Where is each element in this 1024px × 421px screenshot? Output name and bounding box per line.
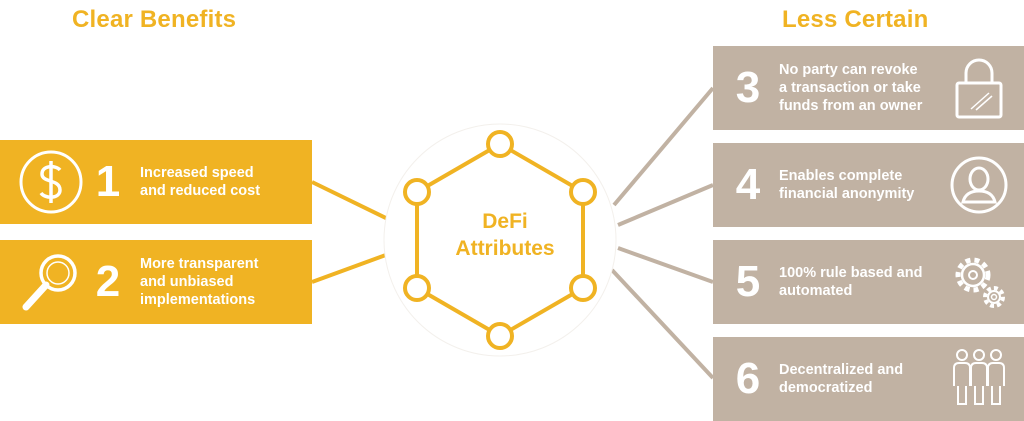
uncertain-number: 6	[735, 354, 761, 403]
network-node	[486, 130, 514, 158]
clear-benefits-heading: Clear Benefits	[72, 6, 237, 33]
network-node	[486, 322, 514, 350]
network-node	[403, 178, 431, 206]
magnifying-glass-icon	[22, 254, 77, 311]
dollar-coin-icon	[19, 150, 83, 214]
less-certain-heading: Less Certain	[782, 6, 929, 33]
uncertain-number: 5	[735, 257, 761, 306]
network-node	[569, 178, 597, 206]
connector-6	[610, 268, 715, 380]
uncertain-box-3: 3 No party can revoke a transaction or t…	[713, 46, 1024, 130]
padlock-icon	[955, 58, 1003, 119]
connector-5	[617, 246, 714, 284]
defi-network-icon	[383, 123, 617, 357]
uncertain-connectors	[610, 86, 715, 380]
defi-attributes-label: DeFi Attributes	[455, 210, 555, 260]
uncertain-box-4: 4 Enables complete financial anonymity	[713, 143, 1024, 227]
gears-icon	[955, 257, 1005, 308]
benefit-connectors	[311, 180, 395, 284]
uncertain-box-5: 5 100% rule based and automated	[713, 240, 1024, 324]
uncertain-text: Enables complete financial anonymity	[779, 168, 915, 202]
connector-2	[311, 250, 395, 284]
benefit-text: More transparent and unbiased implementa…	[140, 256, 259, 308]
benefit-box-2: 2 More transparent and unbiased implemen…	[0, 240, 312, 324]
connector-4	[617, 183, 714, 227]
benefit-text: Increased speed and reduced cost	[140, 165, 261, 199]
user-profile-icon	[950, 156, 1008, 214]
uncertain-box-6: 6 Decentralized and democratized	[713, 337, 1024, 421]
benefit-number: 2	[95, 257, 121, 306]
connector-3	[612, 86, 715, 207]
connector-1	[311, 180, 395, 224]
network-node	[403, 274, 431, 302]
network-node	[569, 274, 597, 302]
people-group-icon	[953, 349, 1005, 405]
uncertain-number: 4	[735, 160, 761, 209]
uncertain-number: 3	[735, 63, 761, 112]
benefit-number: 1	[95, 157, 121, 206]
uncertain-text: 100% rule based and automated	[779, 265, 923, 299]
benefit-box-1: 1 Increased speed and reduced cost	[0, 140, 312, 224]
uncertain-text: Decentralized and democratized	[779, 362, 904, 396]
uncertain-text: No party can revoke a transaction or tak…	[779, 62, 923, 114]
